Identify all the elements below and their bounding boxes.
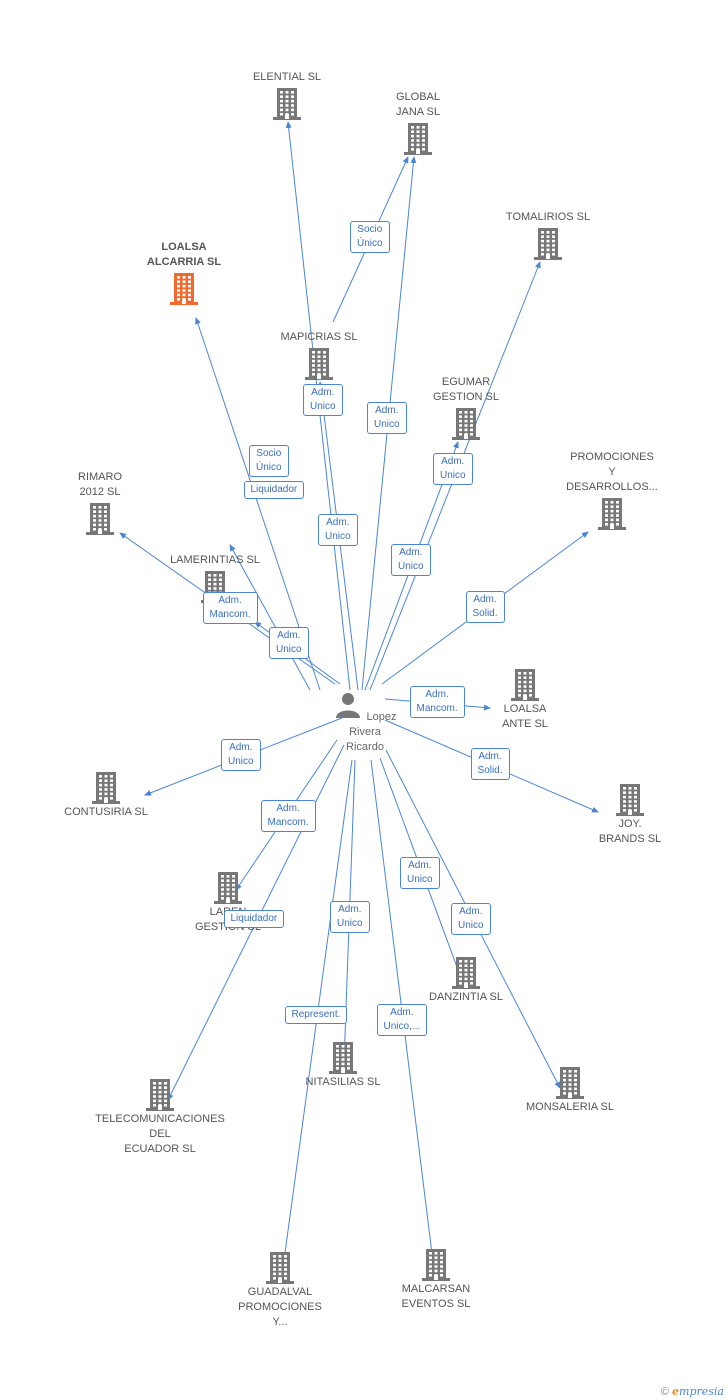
- relation-label[interactable]: Adm. Unico: [367, 402, 407, 434]
- company-label: LOALSA ALCARRIA SL: [146, 241, 222, 268]
- building-icon: [616, 784, 644, 816]
- company-label: EGUMAR GESTION SL: [432, 376, 500, 403]
- company-label: MALCARSAN EVENTOS SL: [401, 1283, 471, 1310]
- building-icon: [86, 503, 114, 535]
- relation-label[interactable]: Adm. Mancom.: [202, 592, 258, 624]
- relation-label[interactable]: Adm. Unico: [269, 627, 309, 659]
- relation-label[interactable]: Adm. Unico: [303, 384, 343, 416]
- relation-label[interactable]: Adm. Mancom.: [409, 686, 465, 718]
- company-node-telecom[interactable]: TELECOMUNICACIONES DEL ECUADOR SL: [85, 1076, 235, 1157]
- building-icon: [404, 123, 432, 155]
- brand-footer[interactable]: © empresia: [661, 1385, 724, 1398]
- relation-label[interactable]: Adm. Unico: [433, 453, 473, 485]
- company-label: GUADALVAL PROMOCIONES Y...: [238, 1286, 322, 1328]
- relation-label[interactable]: Adm. Unico: [400, 857, 440, 889]
- company-node-malcarsan[interactable]: MALCARSAN EVENTOS SL: [361, 1246, 511, 1312]
- relation-label[interactable]: Liquidador: [243, 481, 305, 499]
- person-node[interactable]: Lopez Rivera Ricardo: [325, 690, 405, 755]
- building-icon: [329, 1042, 357, 1074]
- building-icon: [305, 348, 333, 380]
- building-icon: [422, 1249, 450, 1281]
- company-label: PROMOCIONES Y DESARROLLOS...: [566, 451, 658, 493]
- company-node-monsaleria[interactable]: MONSALERIA SL: [495, 1064, 645, 1115]
- company-node-joy[interactable]: JOY. BRANDS SL: [555, 781, 705, 847]
- company-label: MAPICRIAS SL: [280, 331, 358, 343]
- company-label: CONTUSIRIA SL: [64, 806, 148, 818]
- relation-label[interactable]: Liquidador: [223, 910, 285, 928]
- relation-label[interactable]: Socio Único: [249, 445, 289, 477]
- company-label: ELENTIAL SL: [252, 71, 322, 83]
- building-icon: [452, 957, 480, 989]
- building-icon: [273, 88, 301, 120]
- building-icon: [266, 1252, 294, 1284]
- relation-label[interactable]: Adm. Solid.: [465, 591, 505, 623]
- building-icon: [598, 498, 626, 530]
- company-label: TOMALIRIOS SL: [505, 211, 591, 223]
- company-node-elential[interactable]: ELENTIAL SL: [212, 70, 362, 121]
- company-label: MONSALERIA SL: [525, 1101, 615, 1113]
- relation-edge: [229, 544, 311, 691]
- company-label: DANZINTIA SL: [429, 991, 503, 1003]
- relation-label[interactable]: Adm. Unico: [391, 544, 431, 576]
- relation-label[interactable]: Socio Único: [350, 221, 390, 253]
- relation-label[interactable]: Adm. Unico: [318, 514, 358, 546]
- company-node-egumar[interactable]: EGUMAR GESTION SL: [391, 375, 541, 441]
- copyright-symbol: ©: [660, 1386, 669, 1398]
- building-icon: [534, 228, 562, 260]
- person-name: Lopez Rivera Ricardo: [346, 711, 397, 753]
- company-node-guadalval[interactable]: GUADALVAL PROMOCIONES Y...: [205, 1249, 355, 1330]
- company-label: NITASILIAS SL: [305, 1076, 381, 1088]
- company-label: GLOBAL JANA SL: [395, 91, 441, 118]
- building-icon: [170, 273, 198, 305]
- relation-label[interactable]: Adm. Unico,...: [376, 1004, 428, 1036]
- company-node-promociones[interactable]: PROMOCIONES Y DESARROLLOS...: [537, 450, 687, 531]
- relation-label[interactable]: Adm. Unico: [221, 739, 261, 771]
- company-label: JOY. BRANDS SL: [598, 818, 662, 845]
- company-label: TELECOMUNICACIONES DEL ECUADOR SL: [95, 1113, 225, 1155]
- building-icon: [92, 772, 120, 804]
- company-node-loalsa-ante[interactable]: LOALSA ANTE SL: [450, 666, 600, 732]
- relation-label[interactable]: Adm. Solid.: [470, 748, 510, 780]
- person-icon: [336, 693, 361, 718]
- brand-logo-initial: e: [672, 1385, 680, 1398]
- company-label: RIMARO 2012 SL: [78, 471, 122, 498]
- company-node-nitasilias[interactable]: NITASILIAS SL: [268, 1039, 418, 1090]
- relation-label[interactable]: Represent.: [284, 1006, 348, 1024]
- company-node-rimaro[interactable]: RIMARO 2012 SL: [25, 470, 175, 536]
- relation-label[interactable]: Adm. Unico: [330, 901, 370, 933]
- relation-label[interactable]: Adm. Unico: [451, 903, 491, 935]
- brand-logo-text: mpresia: [679, 1385, 724, 1398]
- relation-label[interactable]: Adm. Mancom.: [260, 800, 316, 832]
- company-node-global[interactable]: GLOBAL JANA SL: [343, 90, 493, 156]
- building-icon: [146, 1079, 174, 1111]
- company-label: LAMERINTIAS SL: [170, 554, 260, 566]
- company-node-mapicrias[interactable]: MAPICRIAS SL: [244, 330, 394, 381]
- building-icon: [452, 408, 480, 440]
- building-icon: [556, 1067, 584, 1099]
- company-node-tomalirios[interactable]: TOMALIRIOS SL: [473, 210, 623, 261]
- company-label: LOALSA ANTE SL: [502, 703, 548, 730]
- company-node-contusiria[interactable]: CONTUSIRIA SL: [31, 769, 181, 820]
- company-node-loalsa-alcarria[interactable]: LOALSA ALCARRIA SL: [109, 240, 259, 306]
- building-icon: [511, 669, 539, 701]
- company-node-danzintia[interactable]: DANZINTIA SL: [391, 954, 541, 1005]
- building-icon: [214, 872, 242, 904]
